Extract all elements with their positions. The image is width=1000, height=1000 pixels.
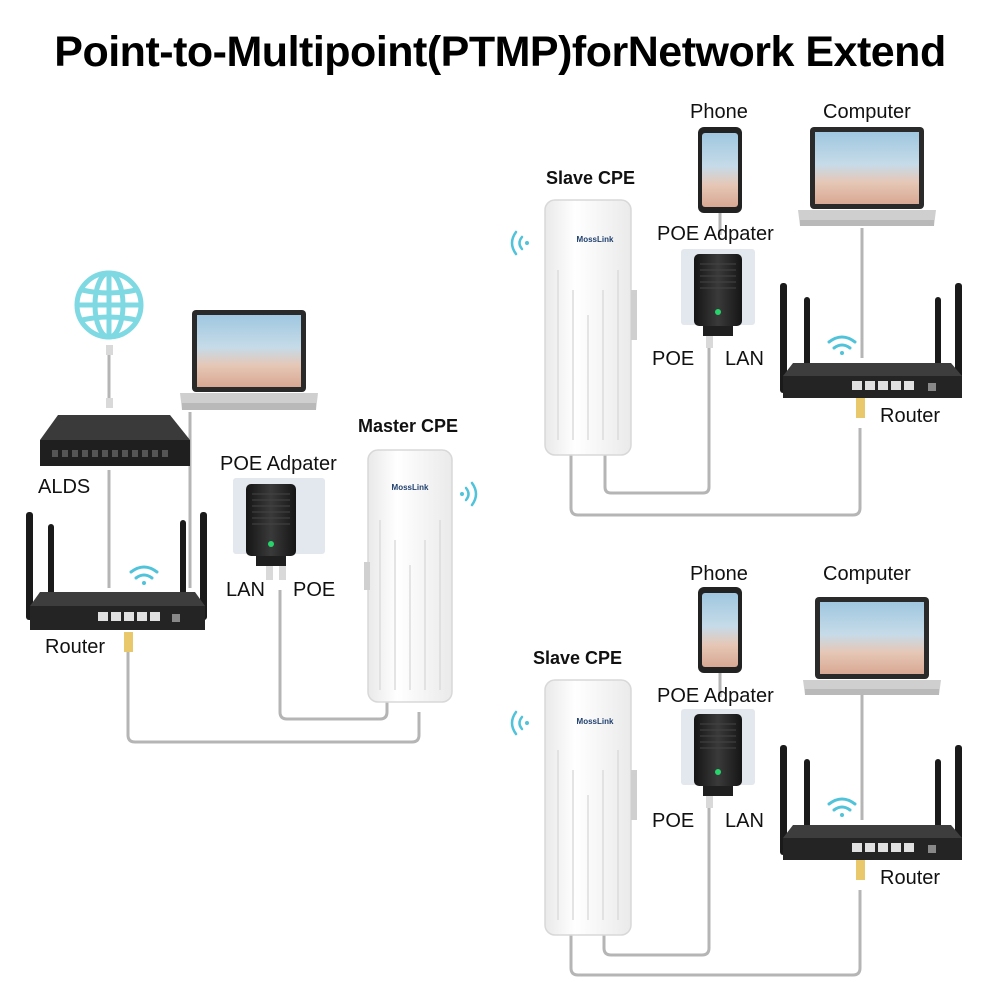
router-label: Router — [880, 405, 941, 427]
phone-icon — [698, 587, 742, 673]
brand-logo: MossLink — [577, 235, 614, 244]
computer-label: Computer — [823, 563, 911, 585]
wifi-icon — [129, 565, 159, 585]
poe-adapter-icon — [233, 478, 325, 580]
poe-adapter-icon — [681, 709, 755, 808]
connector-icon — [124, 632, 133, 652]
signal-icon — [460, 481, 478, 507]
phone-icon — [698, 127, 742, 213]
master-cpe-label: Master CPE — [358, 416, 459, 436]
lan-port-label: LAN — [226, 579, 265, 601]
cable-router-master — [126, 650, 421, 744]
poe-port-label: POE — [652, 348, 695, 370]
poe-port-label: POE — [652, 810, 695, 832]
diagram-title: Point-to-Multipoint(PTMP)forNetwork Exte… — [54, 28, 946, 76]
slave-cpe-device-icon: MossLink — [544, 199, 637, 456]
signal-icon — [510, 230, 529, 256]
router-label: Router — [880, 867, 941, 889]
cable-adapter-slave-top — [603, 340, 711, 495]
router-label: Router — [45, 636, 106, 658]
cable-adapter-master — [278, 590, 389, 721]
master-cpe-device-icon: MossLink — [364, 449, 453, 703]
wifi-icon — [827, 797, 857, 817]
connector-icon — [106, 398, 113, 408]
poe-adapter-icon — [681, 249, 755, 348]
connector-icon — [856, 860, 865, 880]
poe-port-label: POE — [293, 579, 336, 601]
cable-router-slave-top — [569, 428, 862, 517]
cable-router-slave-bottom — [569, 890, 862, 977]
poe-adapter-label: POE Adpater — [657, 223, 774, 245]
connector-icon — [106, 345, 113, 355]
cable-adapter-slave-bottom — [602, 800, 711, 957]
connector-icon — [856, 398, 865, 418]
router-icon — [26, 512, 207, 630]
alds-label: ALDS — [38, 476, 91, 498]
computer-label: Computer — [823, 101, 911, 123]
router-icon — [780, 283, 962, 398]
lan-port-label: LAN — [725, 348, 764, 370]
laptop-icon — [803, 597, 941, 695]
wifi-icon — [827, 335, 857, 355]
router-icon — [780, 745, 962, 860]
phone-label: Phone — [690, 101, 748, 123]
poe-adapter-label: POE Adpater — [657, 685, 774, 707]
laptop-icon — [798, 127, 936, 226]
signal-icon — [510, 710, 529, 736]
laptop-icon — [180, 310, 318, 410]
alds-device-icon — [40, 415, 190, 466]
brand-logo: MossLink — [577, 717, 614, 726]
slave-cpe-device-icon: MossLink — [544, 679, 637, 936]
phone-label: Phone — [690, 563, 748, 585]
lan-port-label: LAN — [725, 810, 764, 832]
brand-logo: MossLink — [392, 483, 429, 492]
internet-globe-icon — [74, 270, 144, 340]
slave-cpe-label: Slave CPE — [546, 168, 636, 188]
slave-cpe-label: Slave CPE — [533, 648, 623, 668]
poe-adapter-label: POE Adpater — [220, 453, 337, 475]
